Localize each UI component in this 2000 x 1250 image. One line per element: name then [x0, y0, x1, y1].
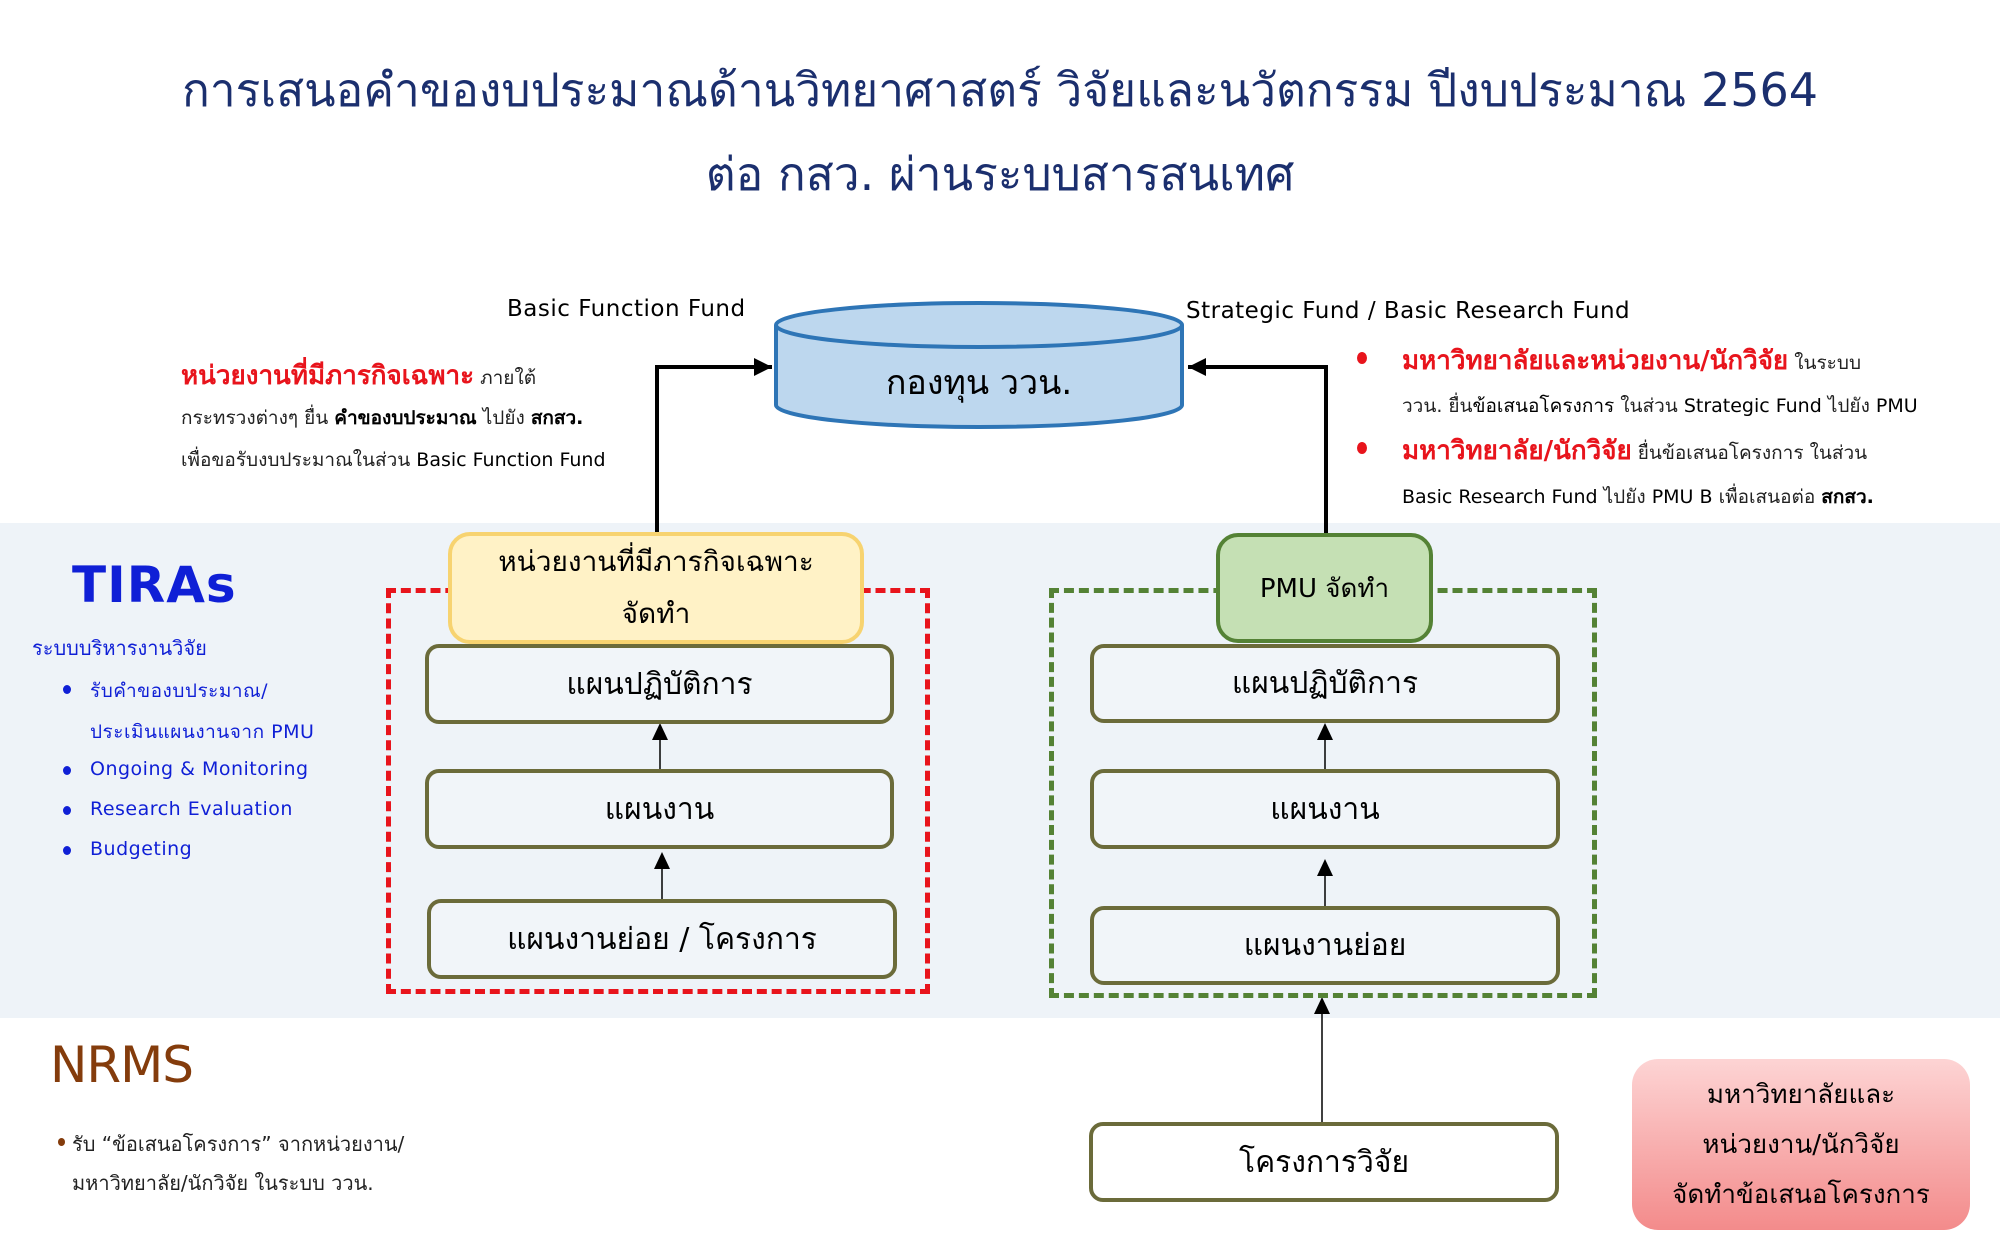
bullet-icon	[1357, 352, 1367, 364]
right-note-item2-line1: มหาวิทยาลัย/นักวิจัย ยื่นข้อเสนอโครงการ …	[1402, 430, 1867, 474]
left-note-highlight: หน่วยงานที่มีภารกิจเฉพาะ	[181, 361, 475, 391]
right-note-bold: Basic Research Fund	[1402, 486, 1598, 508]
right-box-operation-plan: แผนปฏิบัติการ	[1090, 644, 1560, 723]
research-project-box: โครงการวิจัย	[1089, 1122, 1559, 1202]
right-note-text: ยื่น	[1631, 442, 1662, 464]
right-note-text: ในระบบ	[1788, 352, 1862, 374]
page-title-line1: การเสนอคำของบประมาณด้านวิทยาศาสตร์ วิจัย…	[181, 63, 1819, 117]
left-note-text: ภายใต้	[474, 367, 537, 389]
bullet-icon	[63, 806, 71, 815]
right-note-bold: สกสว.	[1821, 486, 1874, 508]
left-group-header: หน่วยงานที่มีภารกิจเฉพาะ จัดทำ	[448, 532, 864, 644]
left-box-operation-plan: แผนปฏิบัติการ	[425, 644, 894, 724]
tiras-item: Ongoing & Monitoring	[90, 758, 309, 780]
proposer-line2: หน่วยงาน/นักวิจัย	[1702, 1129, 1900, 1160]
proposer-box: มหาวิทยาลัยและ หน่วยงาน/นักวิจัย จัดทำข้…	[1632, 1059, 1970, 1230]
right-note-text: ไปยัง	[1597, 486, 1652, 508]
left-group-header-line2: จัดทำ	[621, 597, 691, 630]
fund-label: กองทุน ววน.	[885, 363, 1073, 403]
right-note-item1-line1: มหาวิทยาลัยและหน่วยงาน/นักวิจัย ในระบบ	[1402, 340, 1861, 384]
right-note-text: ไปยัง	[1821, 395, 1876, 417]
proposer-line1: มหาวิทยาลัยและ	[1706, 1079, 1896, 1110]
left-note-line1: หน่วยงานที่มีภารกิจเฉพาะ ภายใต้	[181, 355, 536, 399]
right-box-program: แผนงาน	[1090, 769, 1560, 849]
right-note-highlight: มหาวิทยาลัยและหน่วยงาน/นักวิจัย	[1402, 346, 1789, 376]
right-note-item2-line2: Basic Research Fund ไปยัง PMU B เพื่อเสน…	[1402, 476, 1874, 518]
basic-function-fund-label: Basic Function Fund	[507, 296, 746, 322]
proposer-line3: จัดทำข้อเสนอโครงการ	[1672, 1179, 1930, 1210]
left-note-text: เพื่อขอรับงบประมาณในส่วน	[181, 449, 417, 471]
right-note-bold: ข้อเสนอโครงการ	[1472, 395, 1615, 417]
left-box-subprogram: แผนงานย่อย / โครงการ	[427, 899, 897, 979]
right-note-text: เพื่อเสนอต่อ	[1712, 486, 1822, 508]
right-note-text: ววน. ยื่น	[1402, 395, 1473, 417]
right-box-subprogram: แผนงานย่อย	[1090, 906, 1560, 985]
left-note-line2: กระทรวงต่างๆ ยื่น คำของบประมาณ ไปยัง สกส…	[181, 397, 583, 439]
right-note-bold: PMU	[1875, 395, 1918, 417]
systems-band	[0, 523, 2000, 1018]
right-note-text: ในส่วน	[1614, 395, 1684, 417]
right-note-bold: Strategic Fund	[1683, 395, 1822, 417]
left-note-text: กระทรวงต่างๆ ยื่น	[181, 407, 335, 429]
left-note-bold: Basic Function Fund	[416, 449, 606, 471]
nrms-line1: รับ “ข้อเสนอโครงการ” จากหน่วยงาน/	[72, 1132, 405, 1156]
nrms-line2: มหาวิทยาลัย/นักวิจัย ในระบบ ววน.	[72, 1171, 374, 1195]
right-note-text: ในส่วน	[1803, 442, 1868, 464]
right-note-item1-line2: ววน. ยื่นข้อเสนอโครงการ ในส่วน Strategic…	[1402, 385, 1918, 427]
tiras-item: Research Evaluation	[90, 798, 293, 820]
strategic-fund-label: Strategic Fund / Basic Research Fund	[1186, 298, 1631, 324]
arrow-left-to-fund	[655, 358, 772, 532]
right-group-header: PMU จัดทำ	[1216, 533, 1433, 643]
arrow-right-to-fund	[1188, 358, 1328, 533]
tiras-item: รับคำของบประมาณ/	[90, 680, 269, 702]
page-title-line2: ต่อ กสว. ผ่านระบบสารสนเทศ	[705, 147, 1295, 201]
tiras-item-cont: ประเมินแผนงานจาก PMU	[90, 721, 315, 743]
left-note-line3: เพื่อขอรับงบประมาณในส่วน Basic Function …	[181, 439, 606, 481]
right-note-highlight: มหาวิทยาลัย/นักวิจัย	[1402, 436, 1632, 466]
nrms-title: NRMS	[50, 1036, 194, 1094]
left-box-program: แผนงาน	[425, 769, 894, 849]
right-note-bold: PMU B	[1651, 486, 1713, 508]
right-note-bold: ข้อเสนอโครงการ	[1661, 442, 1804, 464]
tiras-title: TIRAs	[72, 556, 237, 614]
left-note-text: ไปยัง	[476, 407, 531, 429]
bullet-icon	[63, 846, 71, 855]
left-group-header-line1: หน่วยงานที่มีภารกิจเฉพาะ	[498, 545, 814, 578]
tiras-subtitle: ระบบบริหารงานวิจัย	[32, 636, 207, 660]
bullet-icon	[1357, 442, 1367, 454]
bullet-icon	[58, 1138, 65, 1146]
tiras-item: Budgeting	[90, 838, 193, 860]
fund-cylinder-icon	[774, 301, 1184, 429]
bullet-icon	[63, 766, 71, 775]
left-note-bold: คำของบประมาณ	[334, 407, 477, 429]
left-note-bold: สกสว.	[530, 407, 584, 429]
bullet-icon	[63, 685, 71, 694]
